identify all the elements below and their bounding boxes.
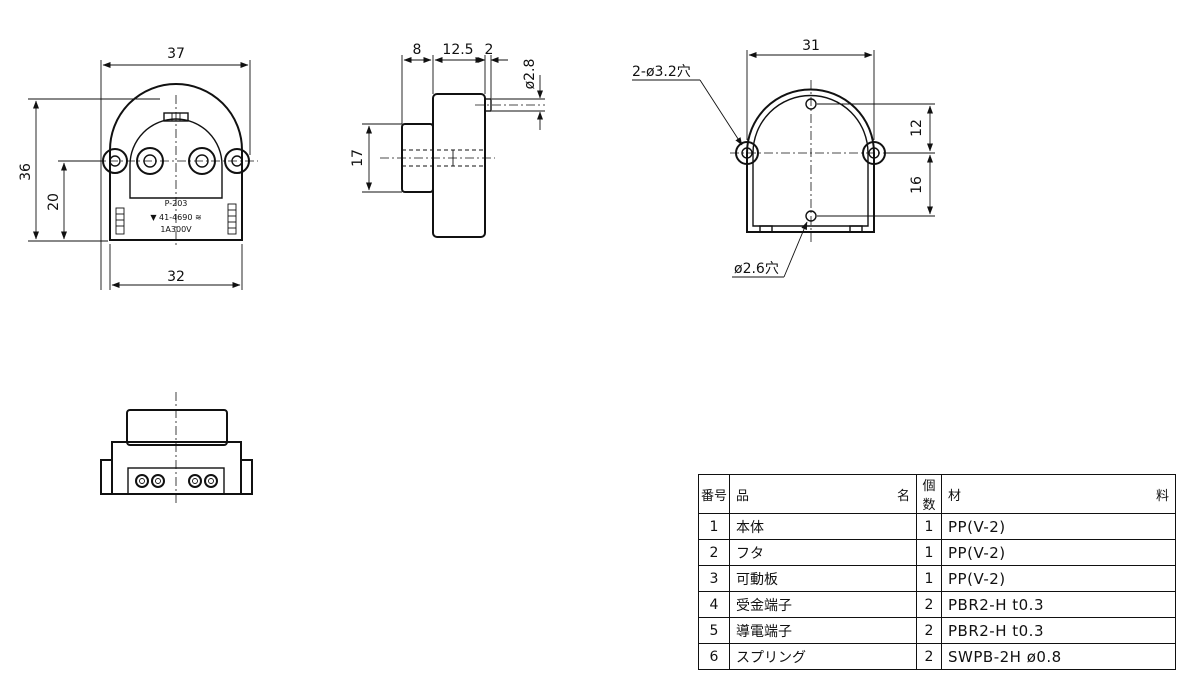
row-name: スプリング bbox=[729, 643, 917, 670]
table-row: 2 フタ 1 PP(V-2) bbox=[698, 539, 1176, 566]
row-qty: 2 bbox=[916, 617, 942, 644]
header-name-left: 品 bbox=[736, 488, 750, 504]
table-row: 1 本体 1 PP(V-2) bbox=[698, 513, 1176, 540]
table-row: 4 受金端子 2 PBR2-H t0.3 bbox=[698, 591, 1176, 618]
dim-side-b: 12.5 bbox=[442, 42, 473, 58]
dim-cover-lower: 16 bbox=[909, 176, 925, 194]
cover-view: 31 12 16 2-ø3.2穴 ø2.6穴 bbox=[632, 38, 935, 278]
row-name: 本体 bbox=[729, 513, 917, 540]
header-name-right: 名 bbox=[896, 488, 910, 504]
row-material: PBR2-H t0.3 bbox=[941, 591, 1176, 618]
row-no: 3 bbox=[698, 565, 730, 592]
dim-front-width-bottom: 32 bbox=[167, 269, 185, 285]
row-name: 受金端子 bbox=[729, 591, 917, 618]
row-material: PP(V-2) bbox=[941, 513, 1176, 540]
front-view: P-203 ▼ 41-4690 ≋ 1A300V 37 32 36 20 bbox=[18, 46, 258, 290]
header-qty: 個数 bbox=[916, 474, 942, 514]
front-label-model: P-203 bbox=[165, 199, 188, 208]
row-no: 2 bbox=[698, 539, 730, 566]
row-material: PBR2-H t0.3 bbox=[941, 617, 1176, 644]
row-qty: 2 bbox=[916, 643, 942, 670]
header-no: 番号 bbox=[698, 474, 730, 514]
dim-front-width-top: 37 bbox=[167, 46, 185, 62]
row-qty: 1 bbox=[916, 565, 942, 592]
row-qty: 2 bbox=[916, 591, 942, 618]
row-no: 6 bbox=[698, 643, 730, 670]
front-label-rating: 1A300V bbox=[160, 225, 192, 234]
row-qty: 1 bbox=[916, 513, 942, 540]
table-row: 5 導電端子 2 PBR2-H t0.3 bbox=[698, 617, 1176, 644]
bottom-view bbox=[100, 392, 253, 505]
row-name: 可動板 bbox=[729, 565, 917, 592]
row-no: 5 bbox=[698, 617, 730, 644]
row-no: 4 bbox=[698, 591, 730, 618]
row-material: PP(V-2) bbox=[941, 539, 1176, 566]
dim-side-a: 8 bbox=[413, 42, 422, 58]
row-qty: 1 bbox=[916, 539, 942, 566]
dim-side-height: 17 bbox=[350, 149, 366, 167]
dim-cover-upper: 12 bbox=[909, 119, 925, 137]
parts-table: 番号 品 名 個数 材 料 1 本体 1 PP(V-2) 2 bbox=[698, 474, 1176, 670]
dim-front-height: 36 bbox=[18, 163, 34, 181]
callout-small-hole: ø2.6穴 bbox=[734, 261, 779, 277]
row-no: 1 bbox=[698, 513, 730, 540]
dim-side-pin: ø2.8 bbox=[522, 59, 538, 90]
table-row: 6 スプリング 2 SWPB-2H ø0.8 bbox=[698, 643, 1176, 670]
header-name: 品 名 bbox=[729, 474, 917, 514]
dim-front-hole-height: 20 bbox=[46, 193, 62, 211]
front-label-code: ▼ 41-4690 ≋ bbox=[150, 213, 201, 222]
row-name: 導電端子 bbox=[729, 617, 917, 644]
row-name: フタ bbox=[729, 539, 917, 566]
row-material: SWPB-2H ø0.8 bbox=[941, 643, 1176, 670]
dim-side-c: 2 bbox=[485, 42, 494, 58]
header-material-left: 材 bbox=[948, 488, 962, 504]
dim-cover-width: 31 bbox=[802, 38, 820, 54]
callout-mount-holes: 2-ø3.2穴 bbox=[632, 64, 691, 80]
header-material-right: 料 bbox=[1155, 488, 1169, 504]
table-row: 3 可動板 1 PP(V-2) bbox=[698, 565, 1176, 592]
row-material: PP(V-2) bbox=[941, 565, 1176, 592]
side-view: 8 12.5 2 ø2.8 17 bbox=[350, 42, 545, 238]
header-material: 材 料 bbox=[941, 474, 1176, 514]
parts-table-header: 番号 品 名 個数 材 料 bbox=[698, 474, 1176, 514]
